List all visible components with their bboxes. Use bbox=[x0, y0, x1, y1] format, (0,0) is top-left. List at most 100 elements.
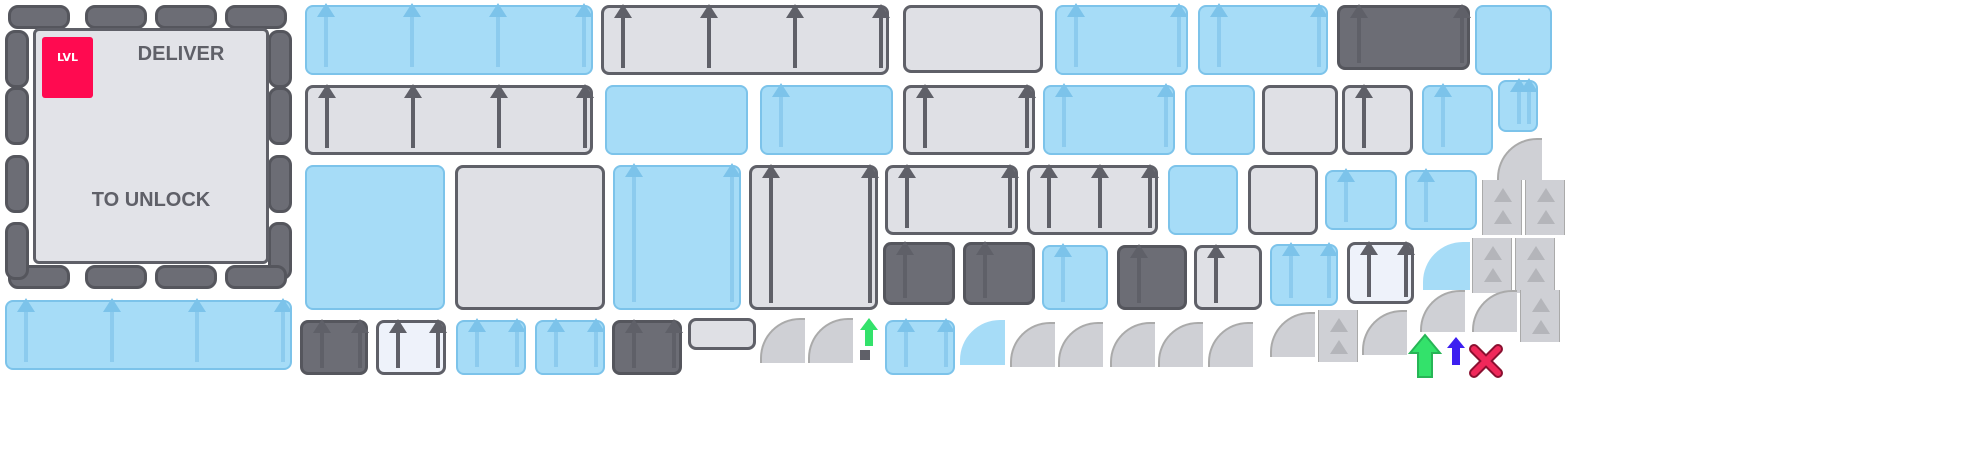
belt-curve bbox=[1110, 322, 1155, 367]
belt-segment bbox=[1482, 180, 1522, 235]
splitter-blueprint bbox=[1405, 168, 1477, 230]
cutter-blueprint bbox=[1198, 3, 1328, 75]
pipe bbox=[1357, 18, 1361, 63]
green-arrow-icon bbox=[860, 318, 880, 367]
pipe bbox=[358, 333, 362, 368]
arrow-up-icon bbox=[1337, 168, 1355, 182]
pipe bbox=[983, 255, 987, 298]
hub-edge-tile bbox=[85, 265, 147, 289]
painter-double bbox=[455, 165, 605, 310]
pipe bbox=[1362, 98, 1366, 148]
arrow-up-icon bbox=[1397, 241, 1415, 255]
pipe bbox=[923, 98, 927, 148]
belt-segment bbox=[1318, 310, 1358, 362]
arrow-up-icon bbox=[1055, 83, 1073, 97]
belt-curve bbox=[1208, 322, 1253, 367]
pipe bbox=[1214, 258, 1218, 303]
arrow-up-icon bbox=[897, 318, 915, 332]
cutter bbox=[1027, 164, 1159, 235]
pipe bbox=[436, 333, 440, 368]
arrow-up-icon bbox=[489, 3, 507, 17]
reader-trapezoid-blueprint bbox=[535, 318, 605, 375]
balancer bbox=[1337, 4, 1471, 70]
arrow-up-icon bbox=[1520, 78, 1538, 92]
pipe bbox=[1061, 257, 1065, 302]
arrow-up-icon bbox=[1484, 268, 1502, 282]
belt-curve bbox=[1010, 322, 1055, 367]
splitter-blueprint bbox=[1325, 168, 1397, 230]
painter-quad-blueprint bbox=[305, 3, 593, 75]
pipe bbox=[1404, 255, 1408, 297]
pipe bbox=[793, 18, 797, 68]
pipe bbox=[769, 178, 773, 303]
arrow-up-icon bbox=[1157, 83, 1175, 97]
arrow-up-icon bbox=[403, 3, 421, 17]
pipe bbox=[1047, 178, 1051, 228]
arrow-up-icon bbox=[1090, 164, 1109, 178]
filter-blueprint bbox=[885, 318, 955, 375]
display bbox=[688, 318, 756, 350]
hub-unlock-label: TO UNLOCK bbox=[91, 189, 211, 211]
arrow-up-icon bbox=[468, 318, 486, 332]
green-arrow-up-icon bbox=[1408, 333, 1443, 378]
pipe bbox=[411, 98, 415, 148]
arrow-up-icon bbox=[1310, 3, 1328, 17]
pipe bbox=[621, 18, 625, 68]
painter-blueprint bbox=[605, 85, 748, 155]
belt-curve bbox=[760, 318, 805, 363]
pipe bbox=[583, 98, 587, 148]
belt-curve bbox=[1158, 322, 1203, 367]
belt-curve bbox=[1472, 290, 1517, 332]
pipe bbox=[1327, 256, 1331, 298]
arrow-up-icon bbox=[625, 163, 643, 177]
pipe bbox=[1008, 178, 1012, 228]
arrow-up-icon bbox=[102, 298, 121, 312]
arrow-up-icon bbox=[1453, 4, 1471, 18]
cutter-quad-blueprint bbox=[5, 298, 292, 370]
arrow-up-icon bbox=[1360, 241, 1378, 255]
hub-edge-tile bbox=[268, 87, 292, 145]
arrow-up-icon bbox=[1527, 268, 1545, 282]
underground-blueprint bbox=[1422, 83, 1493, 155]
pipe bbox=[1367, 255, 1371, 297]
arrow-up-icon bbox=[576, 84, 594, 98]
belt-segment bbox=[1515, 238, 1555, 293]
arrow-up-icon bbox=[1355, 84, 1373, 98]
hub-edge-tile bbox=[85, 5, 147, 29]
pipe bbox=[1424, 182, 1428, 222]
pipe bbox=[320, 333, 324, 368]
arrow-up-icon bbox=[1532, 298, 1550, 312]
hub-edge-tile bbox=[268, 155, 292, 213]
belt-curve bbox=[1423, 242, 1470, 290]
pipe bbox=[195, 312, 200, 362]
pipe bbox=[496, 17, 500, 67]
pipe bbox=[1164, 97, 1168, 147]
belt-segment bbox=[1472, 238, 1512, 293]
arrow-up-icon bbox=[313, 319, 331, 333]
arrow-up-icon bbox=[274, 298, 292, 312]
hub-edge-tile bbox=[5, 222, 29, 280]
pipe bbox=[1177, 17, 1181, 67]
pipe bbox=[396, 333, 400, 368]
stacker-blueprint bbox=[1055, 3, 1188, 75]
arrow-up-icon bbox=[188, 298, 207, 312]
arrow-up-icon bbox=[389, 319, 407, 333]
pipe bbox=[632, 177, 636, 302]
arrow-up-icon bbox=[1170, 3, 1188, 17]
belt-curve bbox=[960, 320, 1005, 365]
arrow-up-icon bbox=[351, 319, 369, 333]
pipe bbox=[497, 98, 501, 148]
pipe bbox=[1441, 97, 1445, 147]
arrow-up-icon bbox=[1054, 243, 1072, 257]
pipe bbox=[1074, 17, 1078, 67]
pipe bbox=[594, 332, 598, 367]
arrow-up-icon bbox=[665, 319, 683, 333]
pipe bbox=[24, 312, 28, 362]
mixer bbox=[903, 84, 1036, 155]
cutter-quad bbox=[601, 4, 890, 75]
arrow-up-icon bbox=[898, 164, 916, 178]
painter-quad bbox=[305, 84, 594, 155]
arrow-up-icon bbox=[1532, 320, 1550, 334]
mixer-blueprint bbox=[760, 83, 893, 155]
pipe bbox=[1217, 17, 1221, 67]
